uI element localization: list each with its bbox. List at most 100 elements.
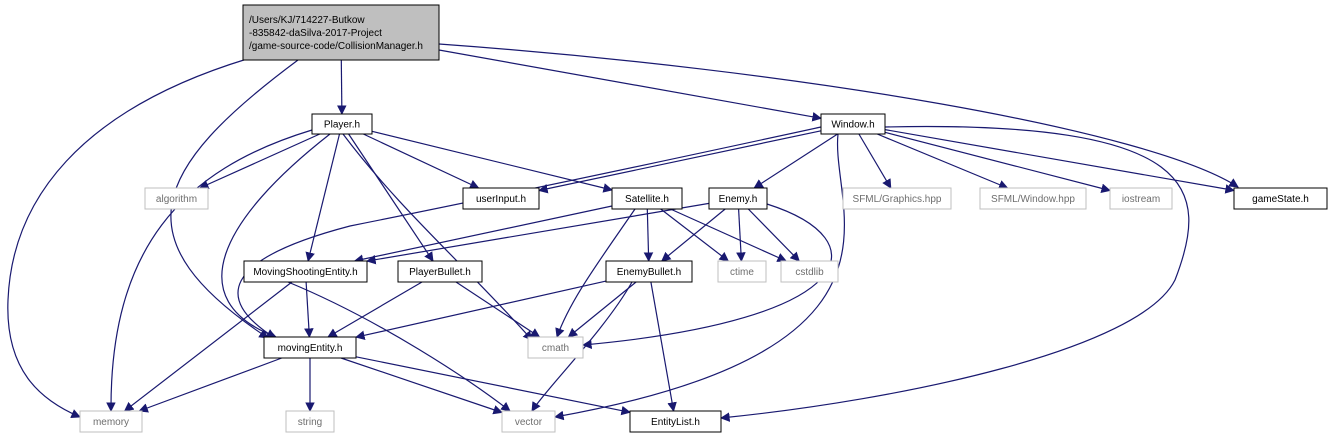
edge-enemybullet-to-cmath bbox=[567, 281, 637, 338]
edge-movingentity-to-vector bbox=[340, 357, 503, 415]
node-label: Window.h bbox=[831, 120, 874, 131]
edge-root-to-memory bbox=[7, 58, 248, 419]
node-ctime: ctime bbox=[717, 260, 767, 283]
node-enemybullet[interactable]: EnemyBullet.h bbox=[605, 260, 693, 283]
node-label: gameState.h bbox=[1252, 194, 1309, 205]
node-label: MovingShootingEntity.h bbox=[253, 267, 357, 278]
node-satellite[interactable]: Satellite.h bbox=[611, 187, 683, 210]
node-label: memory bbox=[93, 417, 129, 428]
edge-root-to-window bbox=[438, 49, 822, 122]
edge-satellite-to-enemybullet bbox=[643, 208, 654, 262]
edge-enemy-to-enemybullet bbox=[661, 208, 726, 262]
node-box bbox=[285, 410, 335, 433]
edges-layer bbox=[7, 43, 1239, 422]
node-string: string bbox=[285, 410, 335, 433]
edge-satellite-to-movingshooting bbox=[353, 205, 613, 264]
node-player[interactable]: Player.h bbox=[311, 113, 373, 135]
edge-root-to-gamestate bbox=[438, 43, 1239, 188]
edge-enemy-to-ctime bbox=[736, 208, 746, 262]
node-box bbox=[263, 336, 357, 359]
node-label: movingEntity.h bbox=[278, 343, 343, 354]
node-box bbox=[629, 410, 722, 433]
edge-player-to-algorithm bbox=[198, 133, 321, 189]
node-box bbox=[397, 260, 483, 283]
node-box bbox=[1233, 187, 1328, 210]
node-label: SFML/Window.hpp bbox=[991, 194, 1075, 205]
node-box bbox=[979, 187, 1087, 210]
edge-root-to-player bbox=[337, 59, 347, 115]
node-label: -835842-daSilva-2017-Project bbox=[249, 28, 382, 39]
node-box bbox=[311, 113, 373, 135]
node-box bbox=[79, 410, 143, 433]
node-entitylist[interactable]: EntityList.h bbox=[629, 410, 722, 433]
edge-movingshooting-to-movingentity bbox=[304, 281, 314, 338]
edge-movingentity-to-entitylist bbox=[355, 356, 631, 416]
node-sfmlgraphics: SFML/Graphics.hpp bbox=[842, 187, 952, 210]
node-label: cmath bbox=[542, 343, 569, 354]
node-box bbox=[611, 187, 683, 210]
node-box bbox=[605, 260, 693, 283]
edge-movingshooting-to-memory bbox=[123, 281, 293, 412]
node-label: Player.h bbox=[324, 120, 360, 131]
node-enemy[interactable]: Enemy.h bbox=[708, 187, 768, 210]
node-memory: memory bbox=[79, 410, 143, 433]
edge-movingshooting-to-vector bbox=[287, 281, 511, 412]
node-box bbox=[780, 260, 839, 283]
node-box bbox=[1109, 187, 1173, 210]
edge-enemy-to-movingshooting bbox=[366, 202, 710, 265]
edge-playerbullet-to-cmath bbox=[455, 281, 541, 338]
edge-enemy-to-cstdlib bbox=[747, 208, 800, 262]
node-algorithm: algorithm bbox=[144, 187, 209, 210]
edge-satellite-to-cmath bbox=[555, 208, 636, 338]
node-label: cstdlib bbox=[795, 267, 824, 278]
edge-satellite-to-cstdlib bbox=[670, 208, 787, 262]
node-gamestate[interactable]: gameState.h bbox=[1233, 187, 1328, 210]
node-label: SFML/Graphics.hpp bbox=[853, 194, 942, 205]
node-label: /Users/KJ/714227-Butkow bbox=[249, 15, 365, 26]
node-root[interactable]: /Users/KJ/714227-Butkow -835842-daSilva-2… bbox=[242, 4, 440, 61]
node-box bbox=[462, 187, 540, 210]
node-window[interactable]: Window.h bbox=[820, 113, 886, 135]
node-userinput[interactable]: userInput.h bbox=[462, 187, 540, 210]
edge-enemybullet-to-movingentity bbox=[355, 280, 607, 340]
node-box bbox=[708, 187, 768, 210]
node-label: string bbox=[298, 417, 322, 428]
node-box bbox=[842, 187, 952, 210]
node-iostream: iostream bbox=[1109, 187, 1173, 210]
edge-player-to-cmath bbox=[342, 133, 533, 341]
node-label: PlayerBullet.h bbox=[409, 267, 471, 278]
edge-window-to-sfmlwindow bbox=[876, 133, 1009, 190]
edge-window-to-entitylist bbox=[720, 125, 1190, 422]
node-label: EntityList.h bbox=[651, 417, 700, 428]
node-label: iostream bbox=[1122, 194, 1160, 205]
edge-window-to-gamestate bbox=[884, 129, 1235, 194]
edge-movingentity-to-memory bbox=[138, 357, 283, 413]
node-playerbullet[interactable]: PlayerBullet.h bbox=[397, 260, 483, 283]
node-label: vector bbox=[515, 417, 543, 428]
node-sfmlwindow: SFML/Window.hpp bbox=[979, 187, 1087, 210]
node-label: algorithm bbox=[156, 194, 197, 205]
edge-player-to-satellite bbox=[371, 130, 613, 193]
edge-window-to-movingentity bbox=[237, 126, 822, 339]
node-label: /game-source-code/CollisionManager.h bbox=[249, 41, 423, 52]
node-label: Enemy.h bbox=[719, 194, 758, 205]
edge-window-to-enemy bbox=[753, 133, 838, 189]
node-label: EnemyBullet.h bbox=[617, 267, 681, 278]
node-box bbox=[144, 187, 209, 210]
node-movingentity[interactable]: movingEntity.h bbox=[263, 336, 357, 359]
edge-window-to-sfmlgraphics bbox=[858, 133, 892, 189]
node-label: ctime bbox=[730, 267, 754, 278]
node-label: userInput.h bbox=[476, 194, 526, 205]
edge-satellite-to-ctime bbox=[660, 208, 730, 262]
node-box bbox=[527, 336, 584, 359]
edge-player-to-movingentity bbox=[221, 133, 331, 339]
edge-window-to-userinput bbox=[538, 130, 822, 194]
node-box bbox=[820, 113, 886, 135]
node-cmath: cmath bbox=[527, 336, 584, 359]
edge-player-to-playerbullet bbox=[348, 133, 434, 262]
edge-player-to-memory bbox=[106, 129, 313, 412]
node-vector: vector bbox=[501, 410, 556, 433]
node-movingshooting[interactable]: MovingShootingEntity.h bbox=[243, 260, 368, 283]
nodes-layer: /Users/KJ/714227-Butkow -835842-daSilva-2… bbox=[79, 4, 1328, 433]
